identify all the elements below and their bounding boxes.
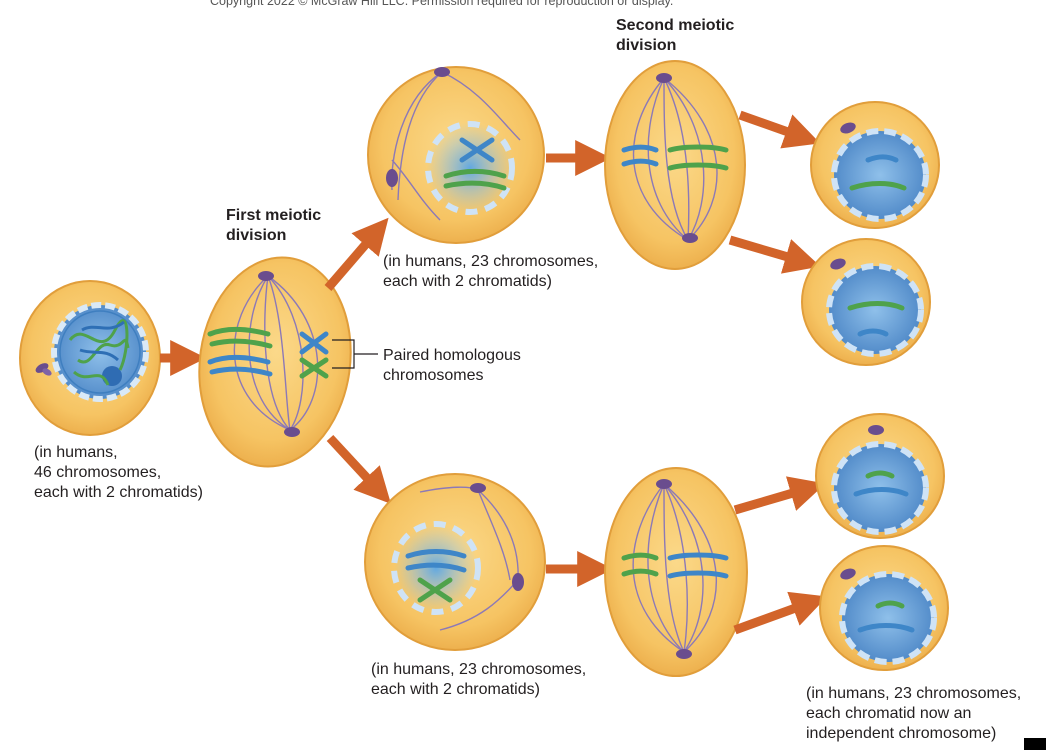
label-line: each chromatid now an xyxy=(806,705,972,722)
final-cell xyxy=(810,101,940,229)
centrosome xyxy=(35,363,52,376)
top-daughter-cell xyxy=(367,66,545,244)
second-division-title: Second meiotic division xyxy=(616,16,734,56)
label-bracket xyxy=(332,339,378,369)
final-cells-caption: (in humans, 23 chromosomes, each chromat… xyxy=(806,684,1021,744)
parent-nucleus xyxy=(51,302,149,402)
parent-cell-caption: (in humans, 46 chromosomes, each with 2 … xyxy=(34,443,203,503)
label-line: First meiotic xyxy=(226,207,322,224)
corner-mark xyxy=(1024,738,1046,750)
label-line: independent chromosome) xyxy=(806,725,997,742)
second-division-bottom-cell xyxy=(604,467,748,677)
final-cell xyxy=(819,545,949,671)
final-cell xyxy=(801,238,931,366)
arrow xyxy=(738,110,821,149)
label-line: each with 2 chromatids) xyxy=(34,484,203,501)
arrow xyxy=(728,235,821,274)
first-division-title: First meiotic division xyxy=(226,206,321,246)
label-line: Second meiotic xyxy=(616,17,735,34)
arrow xyxy=(733,476,826,515)
label-line: (in humans, 23 chromosomes, xyxy=(371,661,587,678)
label-line: division xyxy=(226,227,287,244)
label-line: each with 2 chromatids) xyxy=(383,273,552,290)
arrow xyxy=(733,591,828,635)
arrow xyxy=(326,434,392,504)
first-division-cell xyxy=(198,256,352,468)
homologous-pairs xyxy=(207,327,329,379)
top-daughter-caption: (in humans, 23 chromosomes, each with 2 … xyxy=(383,252,598,292)
final-cell xyxy=(815,413,945,539)
homologous-caption: Paired homologous chromosomes xyxy=(383,346,521,386)
second-division-top-cell xyxy=(604,60,746,270)
label-line: chromosomes xyxy=(383,367,484,384)
label-line: Paired homologous xyxy=(383,347,521,364)
arrow xyxy=(324,217,389,291)
label-line: division xyxy=(616,37,677,54)
label-line: (in humans, 23 chromosomes, xyxy=(806,685,1022,702)
bottom-daughter-cell xyxy=(364,473,546,651)
label-line: each with 2 chromatids) xyxy=(371,681,540,698)
label-line: (in humans, 23 chromosomes, xyxy=(383,253,599,270)
copyright-notice: Copyright 2022 © McGraw Hill LLC. Permis… xyxy=(210,0,674,8)
label-line: (in humans, xyxy=(34,444,118,461)
parent-cell xyxy=(19,280,161,436)
bottom-daughter-caption: (in humans, 23 chromosomes, each with 2 … xyxy=(371,660,586,700)
label-line: 46 chromosomes, xyxy=(34,464,162,481)
